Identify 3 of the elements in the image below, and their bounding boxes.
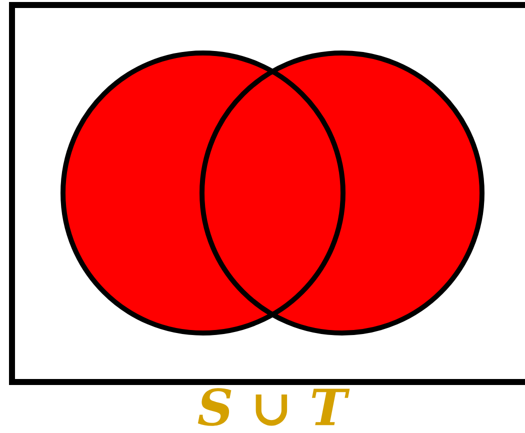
set-circle (200, 50, 484, 336)
set-circle (60, 50, 346, 336)
caption: S ∪ T (198, 388, 350, 426)
